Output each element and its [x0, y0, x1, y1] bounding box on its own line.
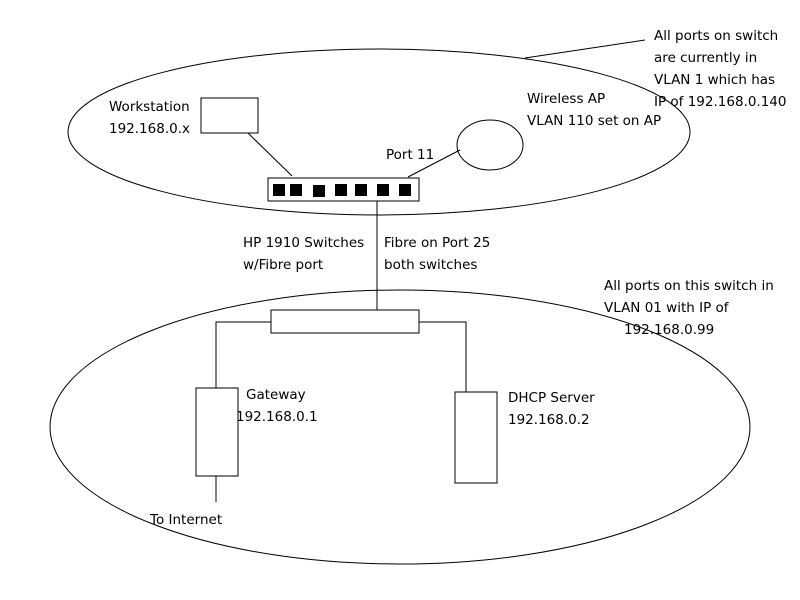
label-line: 192.168.0.x	[109, 121, 190, 137]
port	[273, 184, 285, 196]
label-line: w/Fibre port	[243, 257, 324, 273]
label-line: 192.168.0.2	[508, 412, 590, 428]
switches-label: HP 1910 Switches w/Fibre port	[243, 232, 364, 276]
dhcp-server-box	[454, 391, 498, 484]
top-network-ellipse	[67, 48, 691, 216]
bottom-switch-note: All ports on this switch in VLAN 01 with…	[604, 275, 774, 341]
label-line: Gateway	[246, 387, 306, 403]
gateway-box	[195, 387, 239, 477]
fibre-label: Fibre on Port 25 both switches	[384, 232, 490, 276]
label-line: VLAN 110 set on AP	[527, 113, 662, 129]
bottom-network-ellipse	[49, 289, 751, 565]
label-line: Workstation	[109, 99, 190, 115]
port	[399, 184, 411, 196]
port	[313, 185, 325, 197]
internet-label: To Internet	[150, 512, 223, 528]
bottom-switch	[270, 309, 420, 334]
port	[290, 184, 302, 196]
label-line: All ports on this switch in	[604, 278, 774, 294]
label-line: both switches	[384, 257, 478, 273]
label-line: VLAN 01 with IP of	[604, 300, 729, 316]
label-line: Fibre on Port 25	[384, 235, 491, 251]
label-line: 192.168.0.99	[624, 322, 715, 338]
label-line: Wireless AP	[527, 91, 606, 107]
label-line: 192.168.0.1	[236, 409, 318, 425]
top-switch	[267, 177, 420, 202]
label-line: HP 1910 Switches	[243, 235, 365, 251]
dhcp-label: DHCP Server 192.168.0.2	[508, 387, 595, 431]
top-switch-note: All ports on switch are currently in VLA…	[654, 25, 786, 113]
port	[335, 184, 347, 196]
label-line: are currently in	[654, 50, 758, 66]
label-line: VLAN 1 which has	[654, 72, 776, 88]
port	[377, 184, 389, 196]
ap-link	[407, 149, 461, 178]
port-label: Port 11	[386, 147, 435, 163]
workstation-link	[247, 132, 293, 177]
port	[355, 184, 367, 196]
switch-ports	[273, 184, 411, 197]
label-line: All ports on switch	[654, 28, 779, 44]
dhcp-link	[419, 321, 467, 392]
gateway-link	[215, 321, 271, 388]
wireless-ap-circle	[456, 119, 524, 171]
note-callout	[524, 39, 646, 59]
wireless-ap-label: Wireless AP VLAN 110 set on AP	[527, 88, 661, 132]
gateway-label: Gateway 192.168.0.1	[236, 384, 318, 428]
label-line: IP of 192.168.0.140	[654, 94, 787, 110]
workstation-box	[200, 97, 259, 134]
workstation-label: Workstation 192.168.0.x	[109, 96, 190, 140]
label-line: DHCP Server	[508, 390, 595, 406]
